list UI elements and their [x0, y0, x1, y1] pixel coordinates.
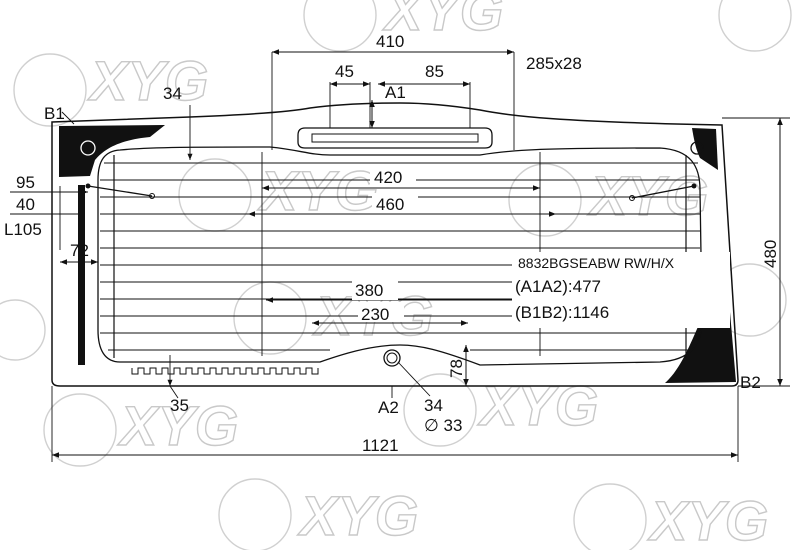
point-b1: B1	[44, 104, 65, 123]
terminal-strip	[131, 367, 319, 375]
svg-text:XYG: XYG	[382, 0, 503, 42]
dim-480: 480	[761, 240, 780, 268]
dim-45: 45	[335, 62, 354, 81]
mount-hole-right	[690, 141, 704, 155]
watermark-logo	[0, 299, 46, 361]
point-a1: A1	[385, 83, 406, 102]
ceramic-strip-left	[78, 185, 85, 365]
watermark-logo: XYG	[13, 48, 209, 127]
dim-420: 420	[374, 168, 402, 187]
watermark-logo: XYG	[178, 158, 379, 232]
svg-text:XYG: XYG	[477, 374, 598, 437]
svg-text:XYG: XYG	[297, 484, 418, 547]
watermark-logo: XYG	[43, 393, 239, 467]
part-code: 8832BGSEABW RW/H/X	[518, 255, 675, 271]
connector-right-end	[629, 195, 635, 201]
mount-hole-left	[80, 140, 96, 156]
dim-410: 410	[376, 32, 404, 51]
dim-460: 460	[376, 195, 404, 214]
bottom-hole-inner	[386, 352, 398, 364]
dim-230: 230	[361, 305, 389, 324]
dim-34-bottom: 34	[424, 396, 443, 415]
antenna-wire-left	[87, 185, 153, 197]
ceramic-corner-bottom-right	[665, 312, 736, 383]
svg-text:XYG: XYG	[117, 394, 238, 457]
ceramic-corner-top-right	[692, 128, 718, 170]
dim-1121: 1121	[362, 436, 399, 455]
watermark-logo: XYG	[403, 373, 599, 447]
bottom-hole	[383, 349, 401, 367]
ceramic-corner-top-left	[59, 125, 165, 177]
dim-78: 78	[447, 359, 466, 378]
dim-l105: L105	[4, 220, 42, 239]
dim-40: 40	[16, 195, 35, 214]
antenna-wire-right	[631, 185, 695, 199]
dim-85: 85	[425, 62, 444, 81]
glass-outline	[51, 102, 739, 387]
b1b2-length: (B1B2):1146	[515, 303, 609, 322]
a1a2-length: (A1A2):477	[515, 277, 601, 296]
connector-right	[691, 183, 697, 189]
watermark-logo: XYG	[573, 483, 769, 550]
watermark-logo: XYG	[508, 163, 709, 237]
connector-left	[85, 183, 91, 189]
dim-72: 72	[70, 241, 89, 260]
connector-left-end	[149, 193, 155, 199]
brake-light-slot	[297, 127, 493, 149]
dim-34-top: 34	[163, 84, 182, 103]
dim-35: 35	[170, 396, 189, 415]
svg-text:XYG: XYG	[257, 159, 378, 222]
brake-light-inner	[311, 133, 479, 143]
point-a2: A2	[378, 398, 399, 417]
watermark-logo: XYG	[218, 478, 419, 550]
svg-text:XYG: XYG	[87, 49, 208, 112]
svg-text:XYG: XYG	[647, 489, 768, 550]
dim-380: 380	[355, 281, 383, 300]
dim-95: 95	[16, 173, 35, 192]
dim-phi33: ∅ 33	[424, 416, 462, 435]
dim-285x28: 285x28	[526, 54, 582, 73]
point-b2: B2	[740, 373, 761, 392]
watermark-logo	[718, 0, 792, 52]
